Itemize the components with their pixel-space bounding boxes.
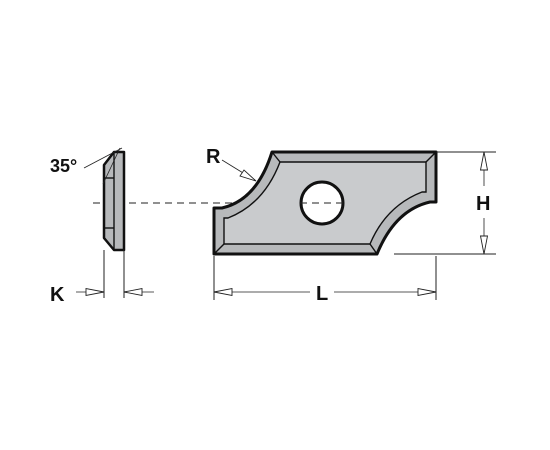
length-label: L [316, 283, 328, 305]
height-label: H [476, 193, 490, 215]
h-arrow-bottom [479, 235, 489, 255]
thickness-label: K [50, 284, 65, 306]
bevel-corner-bl [213, 243, 225, 255]
k-arrow-right [123, 287, 143, 297]
h-arrow-top [479, 151, 489, 171]
bevel-corner-tr [425, 151, 437, 163]
l-arrow-left [213, 287, 233, 297]
radius-label: R [206, 146, 221, 168]
angle-ray-2 [102, 147, 121, 185]
k-arrow-left [85, 287, 105, 297]
bevel-corner-tl [271, 151, 281, 163]
side-view [102, 150, 126, 252]
angle-ray-1 [83, 147, 123, 169]
l-arrow-right [417, 287, 437, 297]
angle-label: 35° [50, 156, 77, 176]
bevel-corner-br [369, 243, 378, 255]
radius-arrow [239, 169, 257, 182]
